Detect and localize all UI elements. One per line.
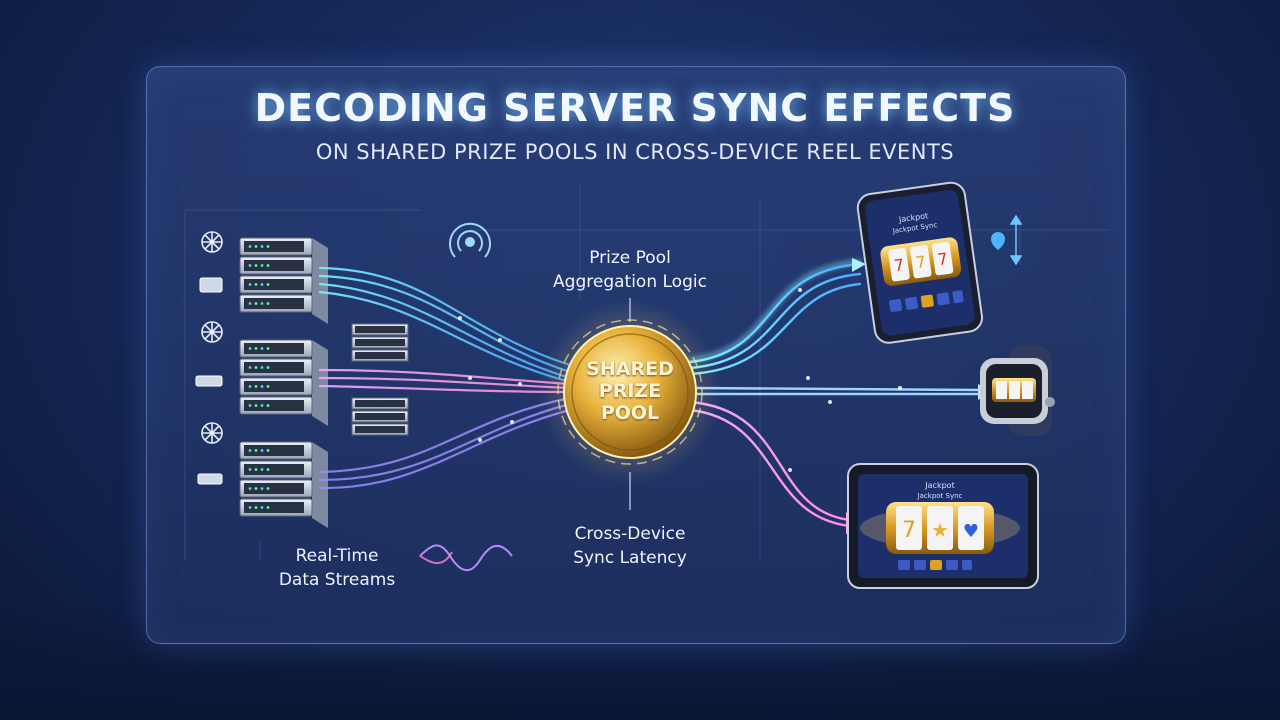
- svg-text:7: 7: [936, 249, 949, 269]
- pool-line-3: POOL: [600, 402, 660, 424]
- latency-line-1: Cross-Device: [574, 524, 686, 544]
- svg-text:7: 7: [914, 252, 927, 272]
- shared-prize-pool-label: SHARED PRIZE POOL: [566, 358, 694, 424]
- data-streams-label: Real-Time Data Streams: [262, 544, 412, 592]
- connector-plug-icon: [195, 277, 223, 485]
- waveform-icon: [419, 544, 513, 571]
- tablet-header-2: Jackpot Sync: [917, 492, 963, 500]
- data-particles: [458, 288, 902, 472]
- latency-line-2: Sync Latency: [573, 548, 687, 568]
- smartwatch-device: [980, 346, 1055, 436]
- svg-text:7: 7: [893, 255, 906, 275]
- sync-latency-label: Cross-Device Sync Latency: [530, 522, 730, 570]
- aggregation-line-2: Aggregation Logic: [553, 272, 707, 292]
- tablet-device: Jackpot Jackpot Sync 7 ★ ♥: [847, 463, 1039, 589]
- pool-line-2: PRIZE: [598, 380, 662, 402]
- svg-text:★: ★: [931, 518, 949, 542]
- svg-text:♥: ♥: [963, 521, 979, 542]
- streams-line-1: Real-Time: [295, 546, 379, 566]
- aggregation-line-1: Prize Pool: [589, 248, 671, 268]
- tablet-header-1: Jackpot: [924, 481, 954, 490]
- slot-reel-icon: 7 ★ ♥: [860, 502, 1020, 554]
- server-rack-1: [239, 237, 328, 324]
- grid-lines: [184, 185, 1110, 560]
- streams-line-2: Data Streams: [278, 570, 396, 590]
- page-subtitle: ON SHARED PRIZE POOLS IN CROSS-DEVICE RE…: [315, 140, 955, 164]
- server-rack-2: [239, 339, 328, 426]
- svg-text:7: 7: [902, 518, 916, 543]
- mini-server-1: [351, 323, 409, 362]
- server-rack-3: [239, 441, 328, 528]
- vertical-arrow-icon: [1009, 214, 1023, 266]
- data-flow-lines: [318, 258, 992, 534]
- smartphone-device: 7 7 7 Jackpot Jackpot Sync: [856, 181, 984, 344]
- phone-header-1: Jackpot: [897, 211, 928, 224]
- server-rack-icon: [239, 237, 328, 528]
- mini-server-2: [351, 397, 409, 436]
- network-hub-icon: [201, 231, 223, 444]
- shared-prize-pool-coin: [538, 300, 722, 484]
- pool-line-1: SHARED: [586, 358, 674, 380]
- slot-reel-icon: 7 7 7: [880, 237, 962, 286]
- mini-server-rack-icon: [351, 323, 409, 436]
- aggregation-logic-label: Prize Pool Aggregation Logic: [530, 246, 730, 294]
- signal-broadcast-icon: [449, 222, 491, 258]
- location-pin-icon: [991, 232, 1005, 250]
- page-title: DECODING SERVER SYNC EFFECTS: [254, 86, 1016, 130]
